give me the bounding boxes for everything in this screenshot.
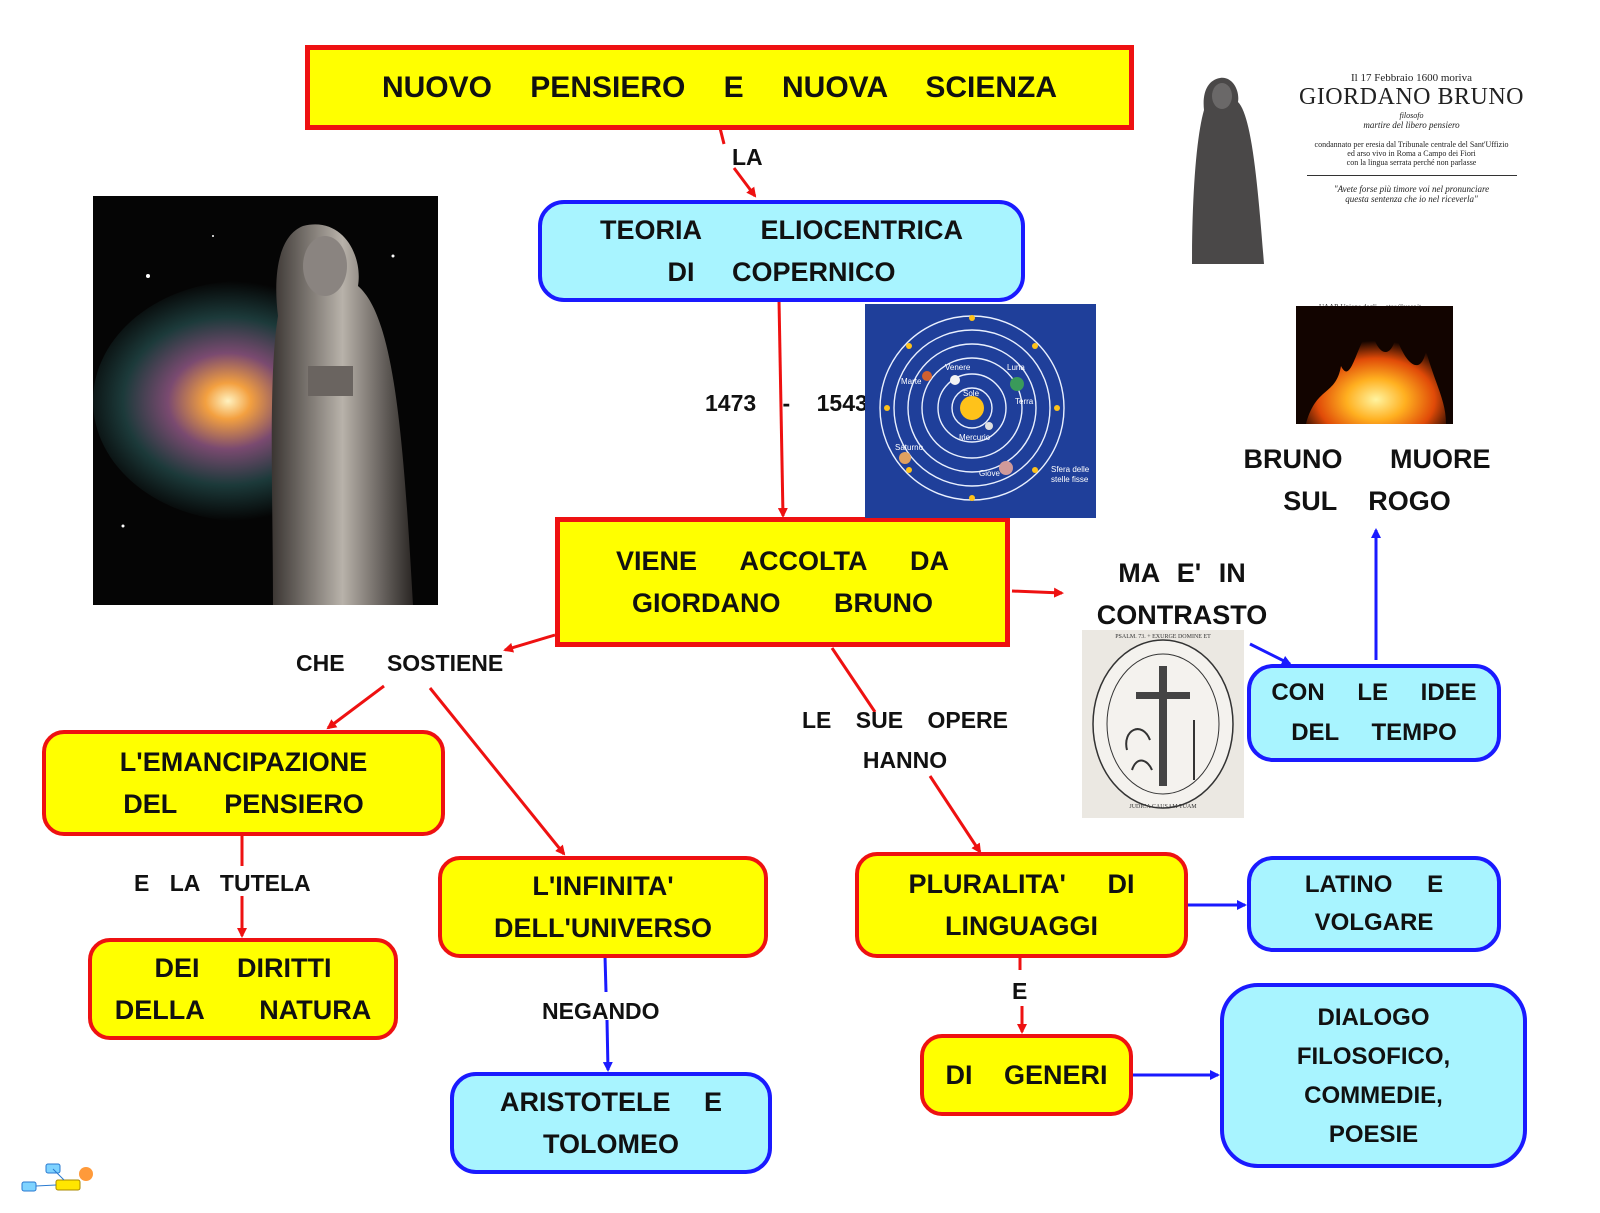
- node-idee-line2: DEL TEMPO: [1291, 719, 1457, 746]
- node-generi: DI GENERI: [920, 1034, 1133, 1116]
- label-le-sue-opere-line2: HANNO: [862, 747, 948, 773]
- node-diritti-line2: DELLA NATURA: [114, 995, 372, 1025]
- label-contrasto-line1: MA E' IN: [1118, 558, 1246, 588]
- mapmaker-logo-icon: [21, 1163, 93, 1192]
- node-emancipazione-line2: DEL PENSIERO: [123, 789, 364, 819]
- node-latino-line2: VOLGARE: [1314, 909, 1434, 936]
- node-pluralita-line1: PLURALITA' DI: [908, 869, 1135, 899]
- arrow-opere-pluralita: [928, 775, 982, 854]
- node-pluralita-line2: LINGUAGGI: [945, 911, 1098, 941]
- label-rogo-line2: SUL ROGO: [1283, 486, 1451, 516]
- node-diritti: DEI DIRITTI DELLA NATURA: [88, 938, 398, 1040]
- solar-label-luna: Luna: [1007, 363, 1025, 372]
- title-box: NUOVO PENSIERO E NUOVA SCIENZA: [305, 45, 1134, 130]
- node-dialogo-line4: POESIE: [1328, 1120, 1419, 1148]
- node-infinita: L'INFINITA' DELL'UNIVERSO: [438, 856, 768, 958]
- node-dialogo-line2: FILOSOFICO,: [1296, 1042, 1451, 1070]
- label-e-la-tutela: E LA TUTELA: [134, 870, 311, 896]
- solar-label-sfera1: Sfera delle: [1051, 465, 1090, 474]
- solar-label-sfera2: stelle fisse: [1051, 475, 1089, 484]
- node-diritti-line1: DEI DIRITTI: [154, 953, 332, 983]
- plaque-text2: ed arso vivo in Roma a Campo dei Fiori: [1347, 149, 1476, 158]
- fire-picture: [1296, 306, 1453, 424]
- node-viene: VIENE ACCOLTA DA GIORDANO BRUNO: [555, 517, 1010, 647]
- label-e: E: [1012, 978, 1028, 1004]
- solar-label-venere: Venere: [945, 363, 971, 372]
- label-che-sostiene: CHE SOSTIENE: [296, 650, 504, 676]
- node-viene-line2: GIORDANO BRUNO: [632, 588, 933, 618]
- label-rogo-line1: BRUNO MUORE: [1243, 444, 1491, 474]
- node-aristotele-line1: ARISTOTELE E: [499, 1087, 723, 1117]
- solar-label-sole: Sole: [963, 389, 980, 398]
- seal-illustration: [1092, 639, 1234, 809]
- arrow-contrasto-idee: [1249, 642, 1292, 666]
- seal-text-top: PSALM. 73. + EXURGE DOMINE ET: [1115, 634, 1211, 640]
- node-viene-line1: VIENE ACCOLTA DA: [616, 546, 949, 576]
- arrow-teoria-viene: [777, 299, 788, 518]
- node-emancipazione-line1: L'EMANCIPAZIONE: [119, 747, 368, 777]
- bruno-statue-icon: [1192, 77, 1264, 264]
- label-negando: NEGANDO: [542, 998, 660, 1024]
- node-latino: LATINO E VOLGARE: [1247, 856, 1501, 952]
- plaque-divider: [1306, 175, 1517, 176]
- node-generi-line1: DI GENERI: [945, 1060, 1108, 1090]
- arrow-viene-opere: [830, 647, 877, 713]
- node-teoria-line2: DI COPERNICO: [667, 257, 896, 287]
- solar-system-picture: Venere Luna Marte Sole Terra Mercurio Sa…: [865, 304, 1096, 518]
- plaque-date: Il 17 Febbraio 1600 moriva: [1351, 72, 1472, 84]
- arrow-viene-contrasto: [1011, 587, 1064, 598]
- seal-text-bottom: JUDICA CAUSAM TUAM: [1129, 804, 1197, 810]
- arrow-infinita-negando: [603, 955, 608, 993]
- label-la: LA: [732, 144, 763, 170]
- plaque-text3: con la lingua serrata perché non parlass…: [1346, 158, 1477, 167]
- label-le-sue-opere: LE SUE OPERE HANNO: [780, 700, 1030, 780]
- seal-picture: PSALM. 73. + EXURGE DOMINE ET JUDICA CAU…: [1082, 630, 1244, 818]
- plaque-text: Il 17 Febbraio 1600 moriva GIORDANO BRUN…: [1274, 72, 1549, 204]
- solar-label-mercurio: Mercurio: [959, 433, 991, 442]
- solar-label-terra: Terra: [1015, 397, 1034, 406]
- page-title: NUOVO PENSIERO E NUOVA SCIENZA: [381, 70, 1058, 104]
- arrow-viene-che: [503, 633, 556, 653]
- node-teoria: TEORIA ELIOCENTRICA DI COPERNICO: [538, 200, 1025, 302]
- plaque-text1: condannato per eresia dal Tribunale cent…: [1314, 140, 1509, 149]
- plaque-role2: martire del libero pensiero: [1363, 120, 1460, 130]
- arrow-negando-aristotele: [602, 1019, 613, 1072]
- node-latino-line1: LATINO E: [1304, 871, 1444, 898]
- plaque-quote2: questa sentenza che io nel riceverla": [1345, 194, 1478, 204]
- label-le-sue-opere-line1: LE SUE OPERE: [802, 707, 1008, 733]
- node-aristotele-line2: TOLOMEO: [542, 1129, 679, 1159]
- arrow-sostiene-infinita: [428, 687, 566, 856]
- label-dates: 1473 - 1543: [705, 390, 868, 416]
- arrow-title-teoria: [718, 127, 726, 145]
- galaxy-illustration: [93, 224, 413, 605]
- arrow-la-teoria: [732, 167, 757, 198]
- node-teoria-line1: TEORIA ELIOCENTRICA: [599, 215, 963, 245]
- node-idee-line1: CON LE IDEE: [1271, 679, 1477, 706]
- plaque-role1: filosofo: [1399, 111, 1424, 120]
- node-dialogo-line3: COMMEDIE,: [1304, 1081, 1443, 1109]
- solar-label-saturno: Saturno: [895, 443, 924, 452]
- node-pluralita: PLURALITA' DI LINGUAGGI: [855, 852, 1188, 958]
- fire-illustration: [1306, 326, 1446, 424]
- label-rogo: BRUNO MUORE SUL ROGO: [1232, 438, 1502, 522]
- mapmaker-logo: [18, 1158, 100, 1198]
- label-contrasto: MA E' IN CONTRASTO: [1082, 552, 1282, 636]
- label-contrasto-line2: CONTRASTO: [1096, 600, 1268, 630]
- node-aristotele: ARISTOTELE E TOLOMEO: [450, 1072, 772, 1174]
- node-dialogo-line1: DIALOGO: [1317, 1003, 1430, 1031]
- solar-system-illustration: Venere Luna Marte Sole Terra Mercurio Sa…: [879, 315, 1090, 501]
- node-infinita-line2: DELL'UNIVERSO: [494, 913, 712, 943]
- node-idee: CON LE IDEE DEL TEMPO: [1247, 664, 1501, 762]
- plaque-quote1: "Avete forse più timore voi nel pronunci…: [1333, 184, 1490, 194]
- node-dialogo: DIALOGO FILOSOFICO, COMMEDIE, POESIE: [1220, 983, 1527, 1168]
- node-infinita-line1: L'INFINITA': [532, 871, 674, 901]
- solar-label-marte: Marte: [901, 377, 922, 386]
- solar-label-giove: Giove: [979, 469, 1000, 478]
- node-emancipazione: L'EMANCIPAZIONE DEL PENSIERO: [42, 730, 445, 836]
- plaque-name: GIORDANO BRUNO: [1298, 84, 1524, 110]
- bruno-galaxy-picture: [93, 196, 438, 605]
- arrow-che-emancipazione: [326, 684, 385, 730]
- bruno-plaque-picture: Il 17 Febbraio 1600 moriva GIORDANO BRUN…: [1172, 68, 1552, 268]
